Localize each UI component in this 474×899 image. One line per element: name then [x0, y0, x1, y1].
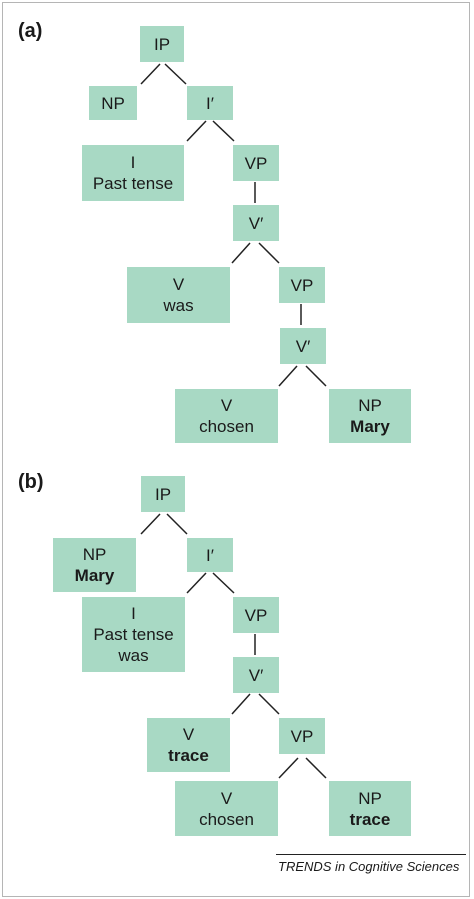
- a-np-category: NP: [101, 93, 125, 113]
- a-ip-category: IP: [153, 34, 171, 54]
- a-node-np2: NP Mary: [329, 389, 411, 443]
- b-node-np2: NP trace: [329, 781, 411, 836]
- b-node-vbar1: V′: [233, 657, 279, 693]
- a-node-vp1: VP: [233, 145, 279, 181]
- b-v2-word: chosen: [199, 809, 254, 829]
- panel-a-label: (a): [18, 20, 43, 42]
- a-node-np: NP: [89, 86, 137, 120]
- b-node-np: NP Mary: [53, 538, 136, 592]
- a-node-ip: IP: [140, 26, 184, 62]
- a-node-vbar1: V′: [233, 205, 279, 241]
- b-np-category: NP: [82, 545, 107, 564]
- a-np2-category: NP: [358, 396, 382, 415]
- a-vp1-category: VP: [244, 153, 268, 173]
- a-v2-word: chosen: [199, 417, 254, 436]
- panel-b-label: (b): [18, 471, 44, 493]
- a-v1-word: was: [163, 296, 194, 315]
- b-i-category: I: [131, 604, 136, 623]
- b-node-i: I Past tense was: [82, 597, 185, 672]
- b-v1-word: trace: [168, 746, 209, 765]
- source-credit: TRENDS in Cognitive Sciences: [278, 859, 460, 874]
- b-i-word-1: Past tense: [93, 625, 174, 644]
- b-node-ibar: I′: [187, 538, 233, 572]
- a-v1-category: V: [172, 275, 185, 294]
- a-vbar2-category: V′: [295, 336, 311, 356]
- b-vp1-category: VP: [244, 605, 268, 625]
- b-node-vp2: VP: [279, 718, 325, 754]
- a-vbar1-category: V′: [248, 213, 264, 233]
- a-node-v1: V was: [127, 267, 230, 323]
- b-np-word: Mary: [74, 566, 115, 585]
- a-node-i: I Past tense: [82, 145, 184, 201]
- b-node-v2: V chosen: [175, 781, 278, 836]
- a-ibar-category: I′: [206, 93, 214, 113]
- b-np2-word: trace: [349, 809, 391, 829]
- a-node-ibar: I′: [187, 86, 233, 120]
- a-np2-word: Mary: [350, 417, 390, 436]
- a-i-category: I: [130, 153, 136, 172]
- a-vp2-category: VP: [290, 275, 314, 295]
- a-i-word: Past tense: [92, 174, 174, 193]
- a-node-v2: V chosen: [175, 389, 278, 443]
- b-ip-category: IP: [154, 484, 172, 504]
- b-ibar-category: I′: [206, 545, 214, 565]
- b-vbar1-category: V′: [248, 665, 264, 685]
- b-v1-category: V: [182, 725, 195, 744]
- b-np2-category: NP: [358, 788, 382, 808]
- a-node-vp2: VP: [279, 267, 325, 303]
- a-v2-category: V: [220, 396, 233, 415]
- b-node-ip: IP: [141, 476, 185, 512]
- footer-rule: [276, 854, 466, 855]
- b-v2-category: V: [220, 788, 233, 808]
- a-node-vbar2: V′: [280, 328, 326, 364]
- b-node-vp1: VP: [233, 597, 279, 633]
- b-i-word-2: was: [118, 646, 149, 665]
- b-vp2-category: VP: [290, 726, 314, 746]
- b-node-v1: V trace: [147, 718, 230, 772]
